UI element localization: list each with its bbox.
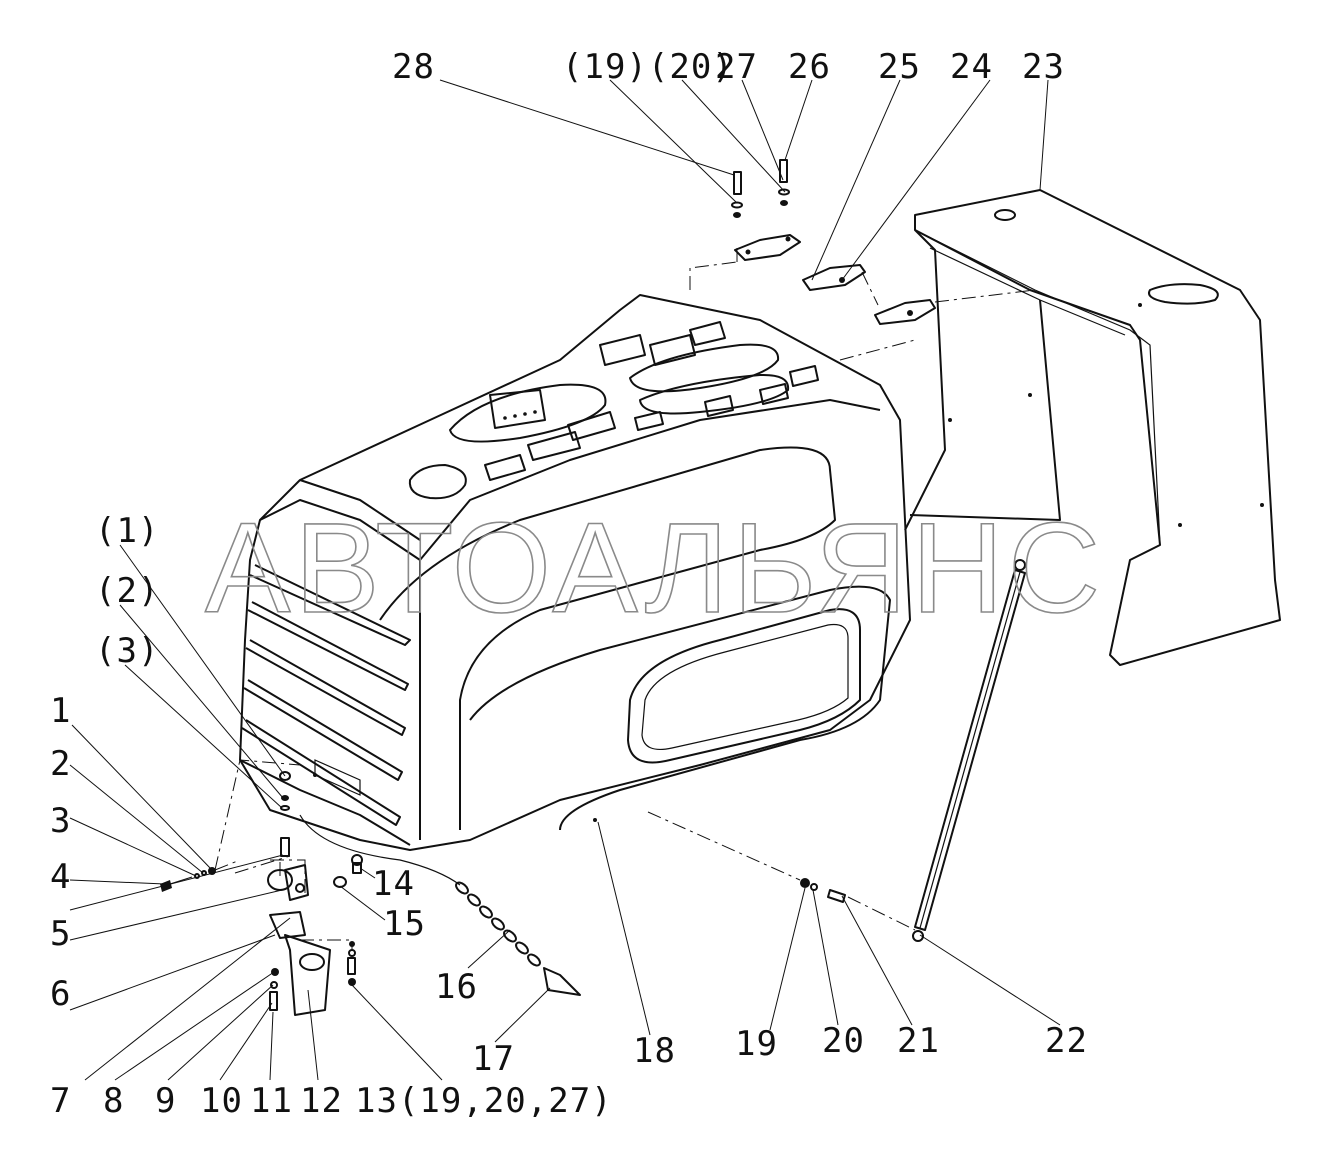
callout-19: 19 (735, 1024, 778, 1064)
top-openings (408, 321, 819, 500)
hinge-lower (874, 299, 936, 325)
callout-20: 20 (822, 1021, 865, 1061)
callout-12: 12 (300, 1081, 343, 1121)
callout-17: 17 (472, 1039, 515, 1079)
callout-p1: (1) (95, 511, 159, 551)
callout-24: 24 (950, 47, 993, 87)
safety-chain (299, 814, 581, 996)
bolt-stack-28 (731, 171, 743, 218)
callout-26: 26 (788, 47, 831, 87)
callout-25: 25 (878, 47, 921, 87)
callout-28: 28 (392, 47, 435, 87)
callout-23: 23 (1022, 47, 1065, 87)
callout-16: 16 (435, 967, 478, 1007)
callout-19-20-top: (19)(20) (562, 47, 734, 87)
gas-strut (912, 559, 1026, 942)
callout-18: 18 (633, 1031, 676, 1071)
hood-assembly (239, 294, 911, 851)
callout-2: 2 (50, 744, 71, 784)
watermark-text: АВТОАЛЬЯНС (205, 497, 1104, 640)
hinge-upper (734, 234, 801, 261)
callout-3: 3 (50, 801, 71, 841)
hinge-middle (802, 264, 866, 291)
callout-labels: 28 (19)(20) 27 26 25 24 23 (1) (2) (3) 1… (50, 47, 1088, 1121)
callout-p2: (2) (95, 571, 159, 611)
callout-11: 11 (250, 1081, 293, 1121)
callout-4: 4 (50, 857, 71, 897)
rear-cowl-panel (904, 189, 1281, 666)
callout-13: 13(19,20,27) (355, 1081, 613, 1121)
assembly-axes (214, 245, 1036, 950)
callout-14: 14 (372, 864, 415, 904)
leader-lines (69, 79, 1061, 1081)
callout-1: 1 (50, 691, 71, 731)
callout-21: 21 (897, 1021, 940, 1061)
callout-8: 8 (103, 1081, 124, 1121)
bolt-stack-26 (778, 159, 790, 206)
callout-27: 27 (715, 47, 758, 87)
callout-6: 6 (50, 974, 71, 1014)
callout-9: 9 (155, 1081, 176, 1121)
side-fasteners (800, 878, 846, 903)
callout-22: 22 (1045, 1021, 1088, 1061)
callout-p3: (3) (95, 631, 159, 671)
callout-15: 15 (383, 904, 426, 944)
callout-5: 5 (50, 914, 71, 954)
callout-10: 10 (200, 1081, 243, 1121)
latch-assembly (160, 771, 363, 1016)
callout-7: 7 (50, 1081, 71, 1121)
